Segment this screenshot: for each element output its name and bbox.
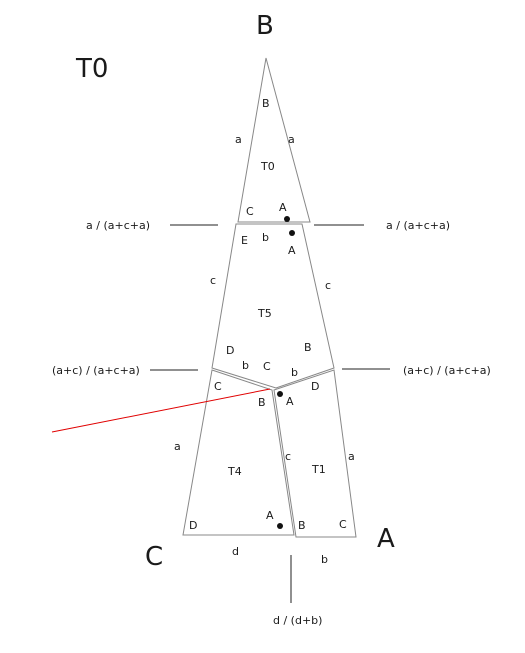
- corner-label: A: [286, 395, 294, 408]
- corner-label: B: [262, 97, 270, 110]
- side-label: a: [288, 133, 295, 146]
- ratio-mid-right: (a+c) / (a+c+a): [403, 364, 491, 377]
- corner-label: C: [339, 518, 347, 531]
- corner-label: C: [214, 380, 222, 393]
- corner-label: A: [279, 201, 287, 214]
- ratio-bottom: d / (d+b): [273, 614, 322, 627]
- tile-t0-outline: [237, 57, 311, 223]
- tile-t0-label: T0: [260, 160, 275, 173]
- ratio-upper-right: a / (a+c+a): [386, 219, 450, 232]
- vertex-top-label: B: [256, 11, 274, 41]
- corner-label: b: [242, 359, 249, 372]
- vertex-right-label: A: [377, 524, 395, 554]
- side-label: c: [210, 274, 216, 287]
- corner-label: D: [226, 344, 234, 357]
- corner-label: C: [246, 205, 254, 218]
- corner-label: E: [241, 234, 248, 247]
- corner-label: B: [298, 519, 306, 532]
- point-dot: [284, 216, 290, 222]
- corner-label: b: [291, 366, 298, 379]
- side-label: a: [235, 133, 242, 146]
- tile-t4-label: T4: [227, 465, 242, 478]
- side-label: b: [321, 553, 328, 566]
- point-dot: [289, 230, 295, 236]
- point-dot: [277, 523, 283, 529]
- ratio-mid-left: (a+c) / (a+c+a): [52, 364, 140, 377]
- ratio-upper-left: a / (a+c+a): [86, 219, 150, 232]
- side-label: a: [348, 450, 355, 463]
- corner-label: b: [262, 231, 269, 244]
- red-ray: [51, 388, 271, 433]
- corner-label: B: [258, 396, 266, 409]
- side-label: c: [325, 279, 331, 292]
- tile-t1-label: T1: [311, 463, 326, 476]
- tile-t4-outline: [182, 369, 295, 536]
- corner-label: D: [189, 519, 197, 532]
- tile-t1-outline: [273, 369, 357, 538]
- tile-t5-outline: [211, 223, 335, 389]
- corner-label: A: [266, 509, 274, 522]
- corner-label: D: [311, 380, 319, 393]
- corner-label: c: [285, 450, 291, 463]
- corner-label: C: [263, 360, 271, 373]
- tile-t5-label: T5: [257, 307, 272, 320]
- side-label: d: [232, 545, 239, 558]
- vertex-left-label: C: [145, 542, 163, 572]
- corner-label: B: [304, 341, 312, 354]
- side-label: a: [174, 440, 181, 453]
- title-label: T0: [75, 54, 108, 84]
- point-dot: [277, 391, 283, 397]
- corner-label: A: [288, 244, 296, 257]
